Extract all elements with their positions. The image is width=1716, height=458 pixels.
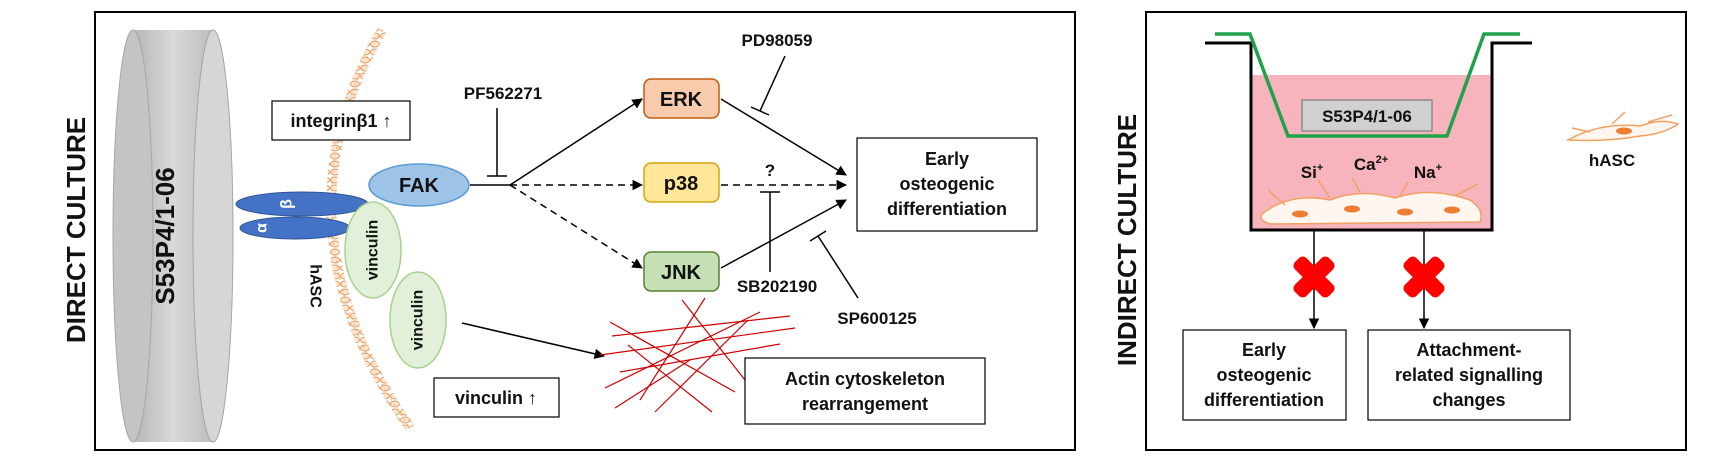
erk-label: ERK: [660, 89, 703, 111]
actin-outcome-box: [744, 357, 986, 425]
insert-glass-disc: [1301, 99, 1433, 132]
indirect-outcome1-box: [1182, 329, 1347, 421]
integrin-upregulation-box: [271, 100, 411, 141]
integrin-alpha-label: α: [254, 223, 271, 233]
direct-outcome-line-2: osteogenic: [899, 174, 994, 194]
vinculin-molecule-2: [389, 271, 447, 369]
well-cell-layer: [1260, 177, 1482, 225]
fak-node: [368, 163, 470, 207]
indirect-outcome1-line-2: osteogenic: [1216, 365, 1311, 385]
block-cross-2: [1403, 256, 1445, 298]
indirect-outcome2-box: [1367, 329, 1571, 421]
indirect-hasc-label: hASC: [1589, 151, 1635, 170]
insert-disc-label: S53P4/1-06: [1322, 107, 1412, 126]
jnk-node: [643, 251, 720, 292]
question-mark: ?: [765, 161, 775, 180]
direct-outcome-box: [856, 137, 1038, 232]
ion-sodium: Na+: [1414, 162, 1442, 182]
indirect-outcome1-line-3: differentiation: [1204, 390, 1324, 410]
integrin-beta-label: β: [279, 199, 296, 209]
inhibitor-sb202190: SB202190: [737, 277, 817, 296]
pd-inhibition-line: [759, 55, 786, 112]
sp-inhibition-bar: [809, 230, 827, 242]
culture-well: [1205, 41, 1532, 232]
fak-label: FAK: [399, 175, 440, 197]
pd-inhibition-bar: [750, 106, 770, 116]
fak-to-jnk-arrow: [509, 184, 643, 269]
inhibitor-pf562271: PF562271: [464, 84, 542, 103]
indirect-outcome2-line-3: changes: [1432, 390, 1505, 410]
inhibitor-pd98059: PD98059: [742, 31, 813, 50]
indirect-outcome2-line-2: related signalling: [1395, 365, 1543, 385]
vinculin-label-1: vinculin: [365, 220, 382, 280]
direct-outcome-line-3: differentiation: [887, 199, 1007, 219]
indirect-outcome2-line-1: Attachment-: [1416, 340, 1521, 360]
vinculin-upregulation-label: vinculin ↑: [455, 388, 537, 408]
direct-culture-label: DIRECT CULTURE: [61, 117, 91, 343]
actin-filaments: [599, 297, 796, 413]
actin-outcome-line-1: Actin cytoskeleton: [785, 369, 945, 389]
hasc-cell-drawing: [1565, 111, 1680, 142]
erk-to-outcome-arrow: [720, 98, 847, 176]
inhibitor-sp600125: SP600125: [837, 309, 916, 328]
direct-hasc-label: hASC: [307, 264, 324, 308]
vinculin-label-2: vinculin: [410, 290, 427, 350]
direct-panel-frame: [94, 11, 1076, 451]
transwell-insert: [1215, 32, 1520, 138]
block-cross-1: [1293, 256, 1335, 298]
erk-node: [643, 78, 720, 119]
bioactive-glass-disc: [112, 29, 234, 443]
indirect-outcome1-line-1: Early: [1242, 340, 1286, 360]
p38-label: p38: [664, 173, 698, 195]
vinculin-upregulation-box: [433, 377, 560, 418]
actin-outcome-line-2: rearrangement: [802, 394, 928, 414]
ion-calcium: Ca2+: [1354, 154, 1388, 174]
p38-node: [643, 162, 720, 203]
direct-outcome-line-1: Early: [925, 149, 969, 169]
indirect-panel-frame: [1145, 11, 1687, 451]
indirect-culture-label: INDIRECT CULTURE: [1112, 114, 1142, 366]
vinculin-to-actin-arrow: [461, 322, 606, 359]
vinculin-molecule-1: [344, 201, 402, 299]
integrin-upregulation-label: integrinβ1 ↑: [291, 111, 392, 131]
disc-label: S53P4/1-06: [150, 167, 180, 304]
jnk-to-outcome-arrow: [720, 199, 847, 269]
sp-inhibition-line: [817, 235, 859, 299]
jnk-label: JNK: [661, 262, 702, 284]
fak-to-erk-arrow: [509, 98, 643, 186]
ion-silicon: Si+: [1301, 162, 1324, 182]
integrin-beta-subunit: [235, 191, 369, 217]
